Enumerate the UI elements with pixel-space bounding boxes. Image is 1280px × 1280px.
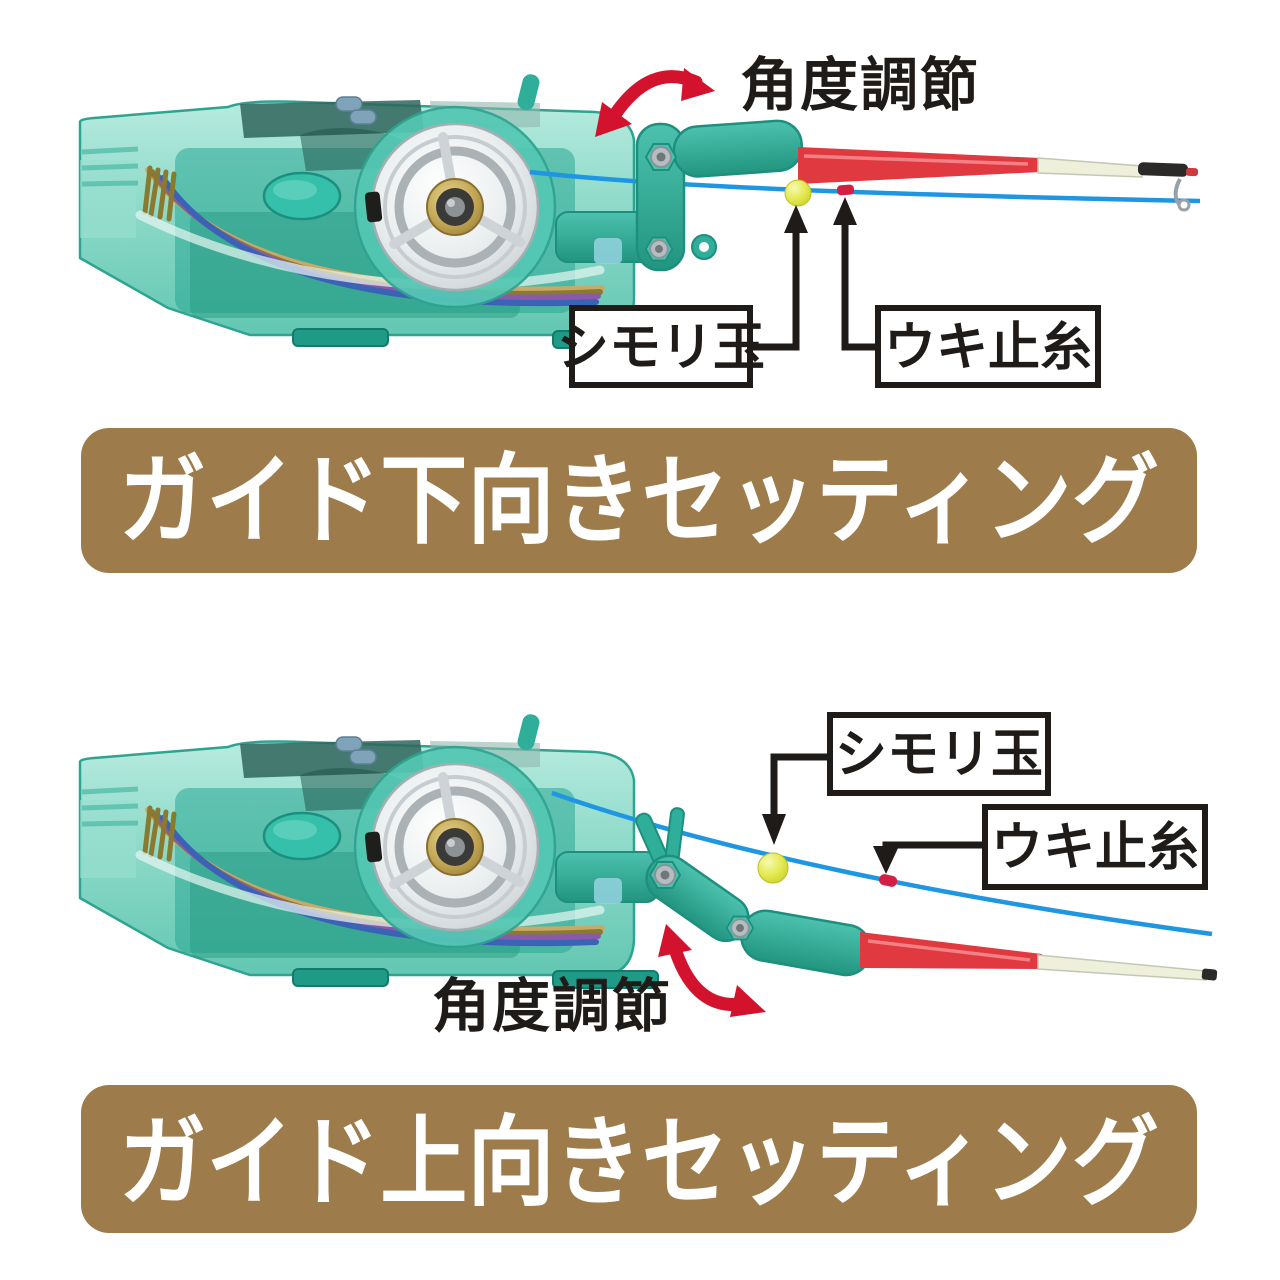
label-box: [827, 712, 1051, 796]
rod-highlight: [803, 154, 1029, 166]
shimori-label-top: シモリ玉: [557, 319, 765, 377]
callout-arrowhead-up: [833, 197, 857, 225]
banner-background: [81, 428, 1197, 573]
rod-tip-end: [1185, 167, 1199, 177]
rod-line-guide-loop: [1177, 198, 1191, 212]
label-box: [875, 305, 1101, 388]
arm-bolt-lower: [644, 236, 674, 262]
rod-red-section: [798, 147, 1040, 184]
arm-bolt-upper: [649, 861, 681, 889]
label-box: [569, 305, 753, 388]
arrowhead-right: [681, 68, 715, 101]
callout-shimori-bottom: シモリ玉: [762, 712, 1051, 845]
angle-adjust-arrow-bottom: [658, 924, 766, 1017]
rod-highlight: [867, 939, 1031, 962]
figure-guide-down: 角度調節 シモリ玉 ウキ止糸 ガイド下向きセッティング: [80, 53, 1201, 573]
shimori-label-bottom: シモリ玉: [835, 726, 1043, 784]
float-stopper-thread-top: [836, 184, 855, 196]
shimori-ball-bottom: [757, 852, 789, 884]
angle-adjust-arrow-top: [595, 68, 715, 137]
callout-line: [750, 231, 800, 351]
arm-bolt-upper: [645, 143, 677, 171]
banner-guide-up: ガイド上向きセッティング: [81, 1085, 1197, 1233]
callout-arrowhead-up: [784, 205, 808, 233]
rod-holder: [740, 909, 872, 977]
banner-background: [81, 1085, 1197, 1233]
callout-line: [882, 841, 985, 850]
banner-guide-up-label: ガイド上向きセッティング: [119, 1107, 1159, 1217]
angle-adjust-label-bottom: 角度調節: [432, 974, 672, 1039]
rod-tip-sleeve: [1137, 162, 1189, 177]
callout-shimori-top: シモリ玉: [557, 205, 808, 388]
banner-guide-down-label: ガイド下向きセッティング: [119, 445, 1159, 555]
rod-tip-section: [1037, 157, 1143, 178]
banner-guide-down: ガイド下向きセッティング: [81, 428, 1197, 573]
angle-adjust-label-top: 角度調節: [740, 53, 980, 118]
guide-arm-top: [635, 119, 1199, 272]
rod-tip-section: [1037, 954, 1207, 981]
ukidome-label-bottom: ウキ止糸: [991, 819, 1199, 877]
ukidome-label-top: ウキ止糸: [884, 319, 1092, 377]
callout-ukidome-bottom: ウキ止糸: [873, 804, 1208, 890]
arrowhead-down: [730, 985, 766, 1017]
arm-bolt-lower: [725, 915, 755, 941]
figure-guide-up: 角度調節 シモリ玉 ウキ止糸 ガイド上向きセッティング: [80, 712, 1218, 1233]
callout-line: [841, 223, 878, 351]
float-stopper-thread-bottom: [879, 874, 898, 887]
arm-eyelet-hole: [699, 242, 709, 252]
rod-holder: [672, 119, 804, 178]
arrowhead-left: [595, 102, 632, 137]
callout-arrowhead-down: [762, 814, 786, 845]
fishing-line-bottom: [551, 790, 1213, 937]
guide-arm-bottom: [635, 807, 1218, 981]
callout-line: [770, 753, 830, 816]
callout-ukidome-top: ウキ止糸: [833, 197, 1101, 388]
shimori-ball-top: [784, 179, 812, 207]
reel-device-bottom: [80, 713, 658, 988]
fishing-line-top: [529, 169, 1201, 204]
arrowhead-up: [658, 924, 692, 957]
rod-tip-end: [1201, 968, 1218, 981]
label-box: [982, 804, 1208, 890]
callout-arrowhead-down: [873, 846, 899, 874]
